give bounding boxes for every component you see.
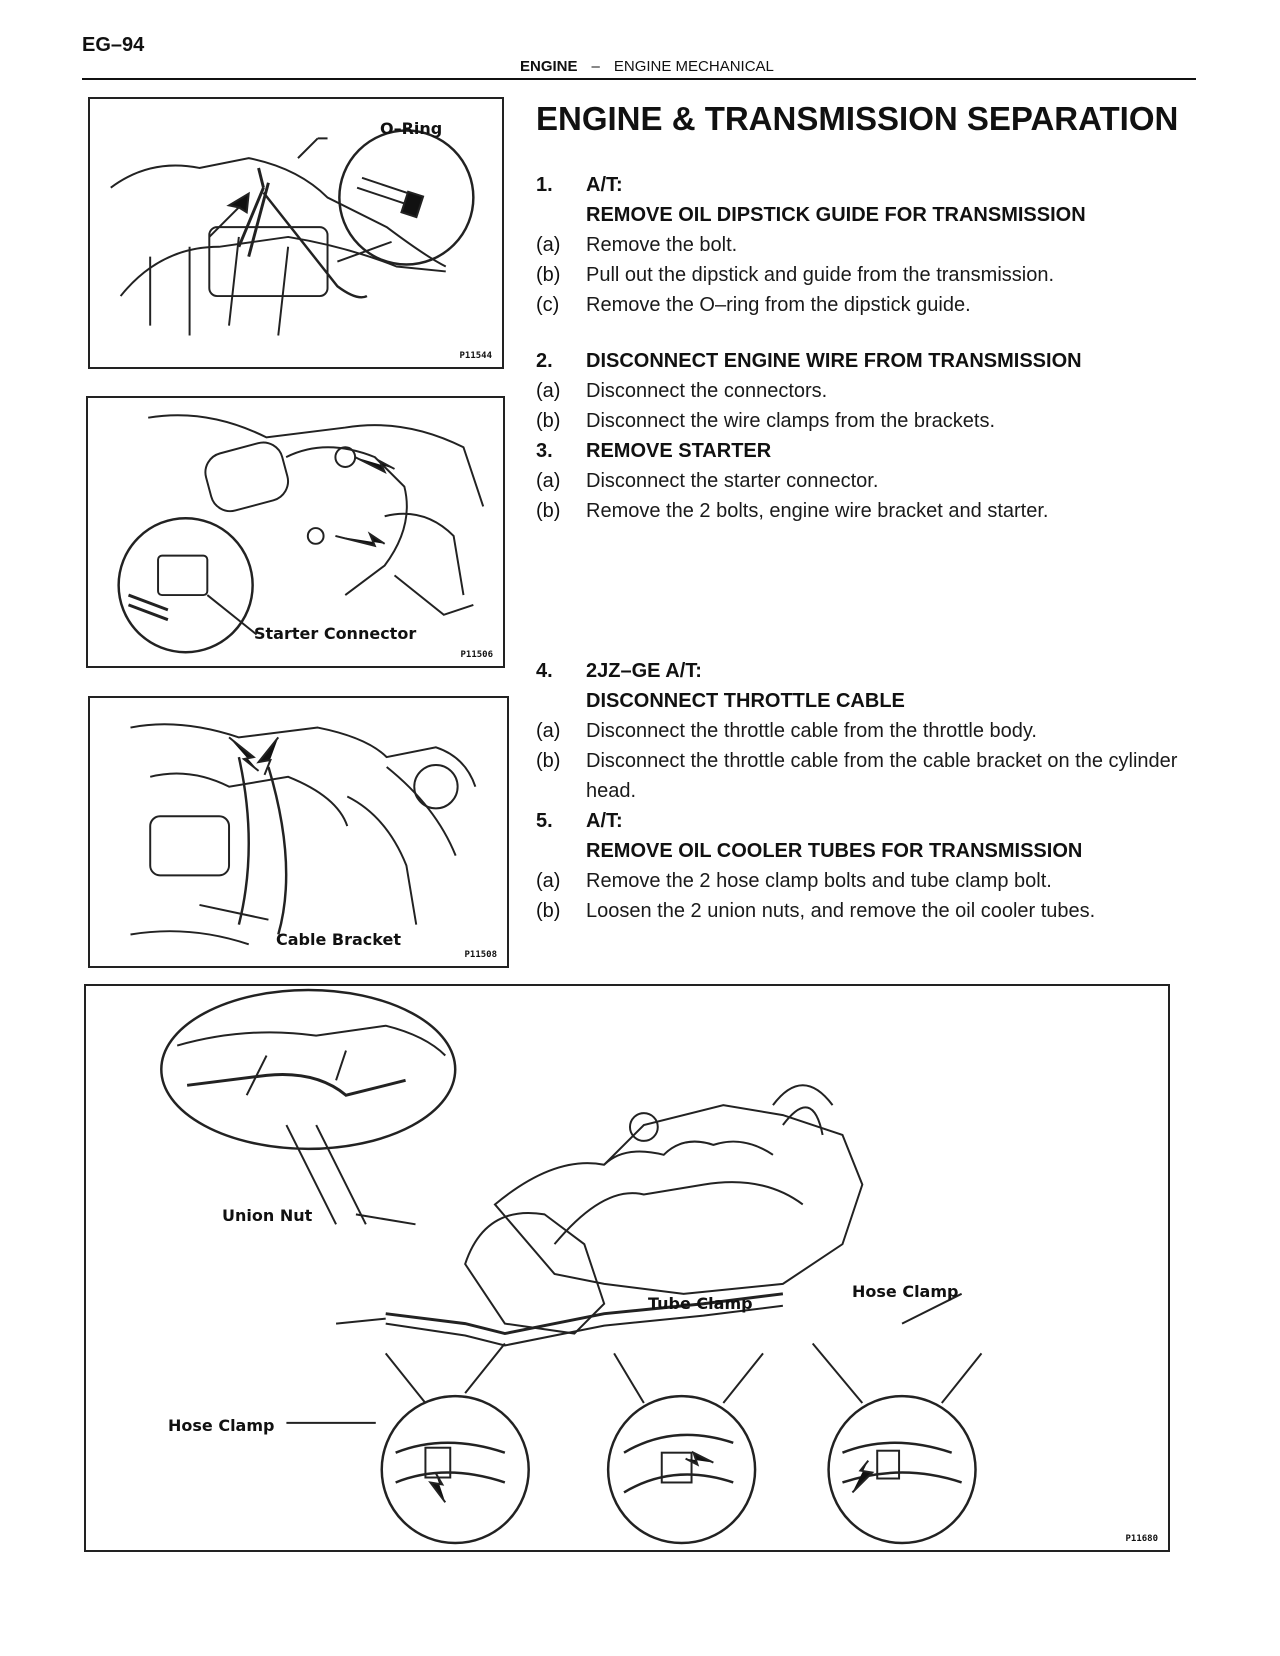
step-heading: DISCONNECT ENGINE WIRE FROM TRANSMISSION — [586, 350, 1082, 372]
illustration-throttle-cable — [130, 723, 477, 946]
step-2: 2. DISCONNECT ENGINE WIRE FROM TRANSMISSI… — [536, 346, 1196, 436]
illustration-starter — [117, 414, 485, 654]
figure-oil-cooler-tubes: Union Nut Hose Clamp Tube Clamp Hose Cla… — [84, 984, 1170, 1552]
substep-text: Pull out the dipstick and guide from the… — [586, 264, 1055, 286]
page-title: ENGINE & TRANSMISSION SEPARATION — [536, 100, 1179, 137]
substep-label: (a) — [536, 234, 561, 256]
figure-code: P11508 — [464, 950, 497, 960]
substep-text: Disconnect the starter connector. — [586, 470, 879, 492]
figure-code: P11544 — [459, 351, 492, 361]
illustration-dipstick-guide — [110, 129, 475, 336]
substep-label: (c) — [536, 294, 560, 316]
figure-starter: Starter Connector P11506 — [86, 396, 505, 668]
step-number: 2. — [536, 350, 553, 372]
substep-label: (a) — [536, 470, 561, 492]
substep-text: Disconnect the throttle cable from the c… — [586, 750, 1178, 802]
header-subsection: ENGINE MECHANICAL — [613, 58, 774, 75]
step-4: 4.2JZ–GE A/T: DISCONNECT THROTTLE CABLE … — [536, 656, 1196, 806]
illustration-oil-cooler-tubes — [160, 988, 983, 1545]
callout-cable-bracket: Cable Bracket — [276, 930, 401, 949]
substep-label: (a) — [536, 720, 561, 742]
substep-label: (a) — [536, 380, 561, 402]
substep-label: (a) — [536, 870, 561, 892]
step-heading: A/T: — [586, 810, 623, 832]
step-heading: REMOVE STARTER — [586, 440, 772, 462]
substep-text: Disconnect the connectors. — [586, 380, 828, 402]
callout-hose-clamp-left: Hose Clamp — [168, 1416, 275, 1435]
callout-o-ring: O–Ring — [380, 119, 443, 138]
substep-text: Disconnect the throttle cable from the t… — [586, 720, 1037, 742]
substep-text: Loosen the 2 union nuts, and remove the … — [586, 900, 1096, 922]
step-number: 4. — [536, 660, 553, 682]
callout-tube-clamp: Tube Clamp — [648, 1294, 753, 1313]
step-heading: DISCONNECT THROTTLE CABLE — [586, 690, 905, 712]
step-5: 5. A/T: REMOVE OIL COOLER TUBES FOR TRANS… — [536, 806, 1196, 926]
page-number: EG–94 — [82, 34, 145, 56]
step-number: 5. — [536, 810, 553, 832]
figure-throttle-cable: Cable Bracket P11508 — [88, 696, 509, 968]
step-number: 3. — [536, 440, 553, 462]
figure-code: P11680 — [1125, 1534, 1158, 1544]
header-rule — [82, 78, 1196, 80]
substep-label: (b) — [536, 264, 561, 286]
step-heading: 2JZ–GE A/T: — [586, 660, 702, 682]
figure-dipstick-guide: O–Ring P11544 — [88, 97, 504, 369]
callout-union-nut: Union Nut — [222, 1206, 313, 1225]
header-section: ENGINE — [520, 58, 578, 75]
substep-text: Remove the O–ring from the dipstick guid… — [586, 294, 971, 316]
step-heading: A/T: — [586, 174, 623, 196]
substep-label: (b) — [536, 500, 561, 522]
step-heading: REMOVE OIL COOLER TUBES FOR TRANSMISSION — [586, 840, 1083, 862]
header-separator: – — [591, 58, 600, 75]
substep-label: (b) — [536, 900, 561, 922]
callout-starter-connector: Starter Connector — [254, 624, 417, 643]
figure-code: P11506 — [460, 650, 493, 660]
step-3: 3. REMOVE STARTER (a) Disconnect the start… — [536, 436, 1196, 526]
substep-text: Remove the 2 hose clamp bolts and tube c… — [586, 870, 1052, 892]
substep-text: Disconnect the wire clamps from the brac… — [586, 410, 996, 432]
substep-label: (b) — [536, 750, 561, 772]
substep-label: (b) — [536, 410, 561, 432]
step-1: 1. A/T: REMOVE OIL DIPSTICK GUIDE FOR TRA… — [536, 170, 1196, 320]
running-header: ENGINE–ENGINE MECHANICAL — [520, 58, 774, 75]
step-number: 1. — [536, 174, 553, 196]
substep-text: Remove the bolt. — [586, 234, 738, 256]
substep-text: Remove the 2 bolts, engine wire bracket … — [586, 500, 1049, 522]
step-heading: REMOVE OIL DIPSTICK GUIDE FOR TRANSMISSI… — [586, 204, 1086, 226]
callout-hose-clamp-right: Hose Clamp — [852, 1282, 959, 1301]
